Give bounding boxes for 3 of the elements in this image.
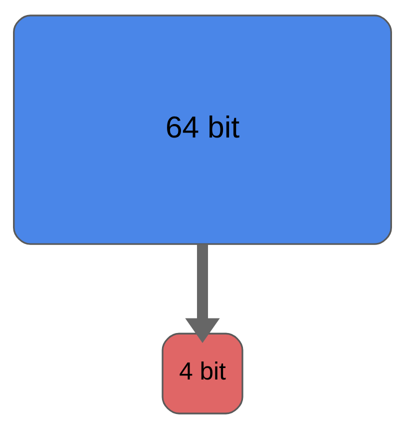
arrow <box>185 244 220 343</box>
node-box: 64 bit <box>13 14 392 245</box>
node-box: 4 bit <box>162 332 244 414</box>
